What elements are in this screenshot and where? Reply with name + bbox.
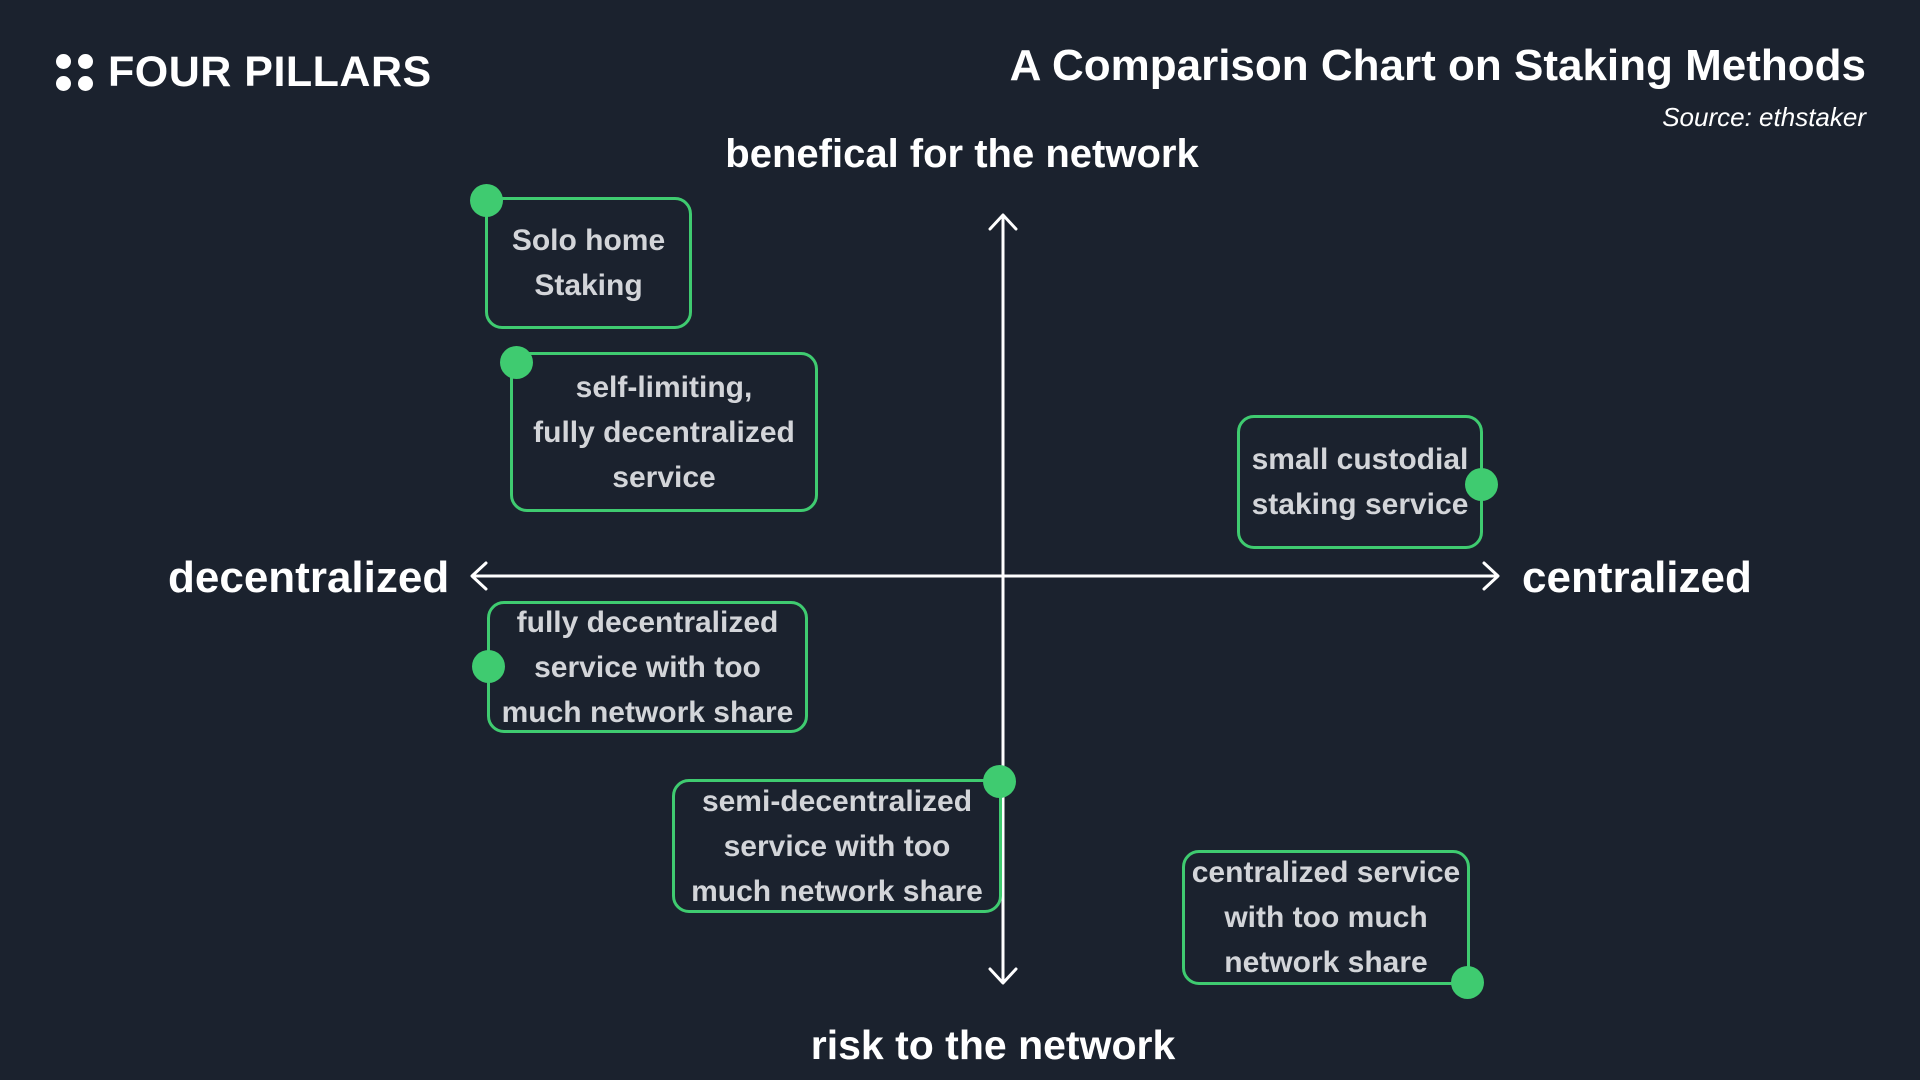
left-arrowhead-icon [470,561,488,591]
axis-label-beneficial: benefical for the network [725,132,1199,176]
node-label-line: Solo home [511,224,666,257]
right-arrowhead-icon [1482,561,1500,591]
node-label-line: centralized service [1191,856,1461,889]
axis-label-centralized: centralized [1522,553,1752,602]
four-dots-icon [56,54,93,91]
node-fully-decentralized-service-with-too-much-network-share: fully decentralized service with too muc… [472,601,808,733]
node-label-line: fully decentralized [516,605,779,639]
source-attribution: Source: ethstaker [1662,102,1866,133]
page-title: A Comparison Chart on Staking Methods [1009,41,1866,90]
axis-label-risk: risk to the network [810,1022,1176,1068]
logo-dot-icon [78,54,93,69]
logo-text: FOUR PILLARS [108,48,432,96]
four-pillars-logo: FOUR PILLARS [56,48,432,97]
node-semi-decentralized-service-with-too-much-network-share: semi-decentralized service with too much… [672,765,1016,913]
node-solo-home-staking: Solo home Staking [470,184,692,329]
node-centralized-service-with-too-much-network-share: centralized service with too much networ… [1182,850,1484,999]
logo-dot-icon [56,54,71,69]
node-label-line: service with too [534,650,761,684]
node-label-line: semi-decentralized [701,784,973,818]
position-dot-icon [1451,966,1484,999]
position-dot-icon [983,765,1016,798]
up-arrowhead-icon [988,213,1018,231]
node-label-line: service with too [723,829,951,863]
node-label-line: self-limiting, [575,370,753,404]
node-small-custodial-staking-service: small custodial staking service [1237,415,1498,549]
node-label-line: Staking [534,269,643,302]
logo-dot-icon [78,76,93,91]
down-arrowhead-icon [988,967,1018,985]
node-label-line: much network share [691,874,983,908]
axis-label-decentralized: decentralized [168,553,450,602]
position-dot-icon [500,346,533,379]
logo-dot-icon [56,76,71,91]
node-label-line: staking service [1251,488,1469,521]
position-dot-icon [1465,468,1498,501]
node-label-line: much network share [501,695,794,729]
node-label-line: small custodial [1251,443,1469,476]
position-dot-icon [472,650,505,683]
node-label-line: with too much [1224,901,1428,934]
title-block: A Comparison Chart on Staking Methods So… [1009,41,1866,133]
node-label-line: network share [1224,946,1428,979]
node-self-limiting-fully-decentralized-service: self-limiting, fully decentralized servi… [500,346,818,512]
position-dot-icon [470,184,503,217]
node-label-line: fully decentralized [533,415,795,449]
node-label-line: service [612,460,716,494]
